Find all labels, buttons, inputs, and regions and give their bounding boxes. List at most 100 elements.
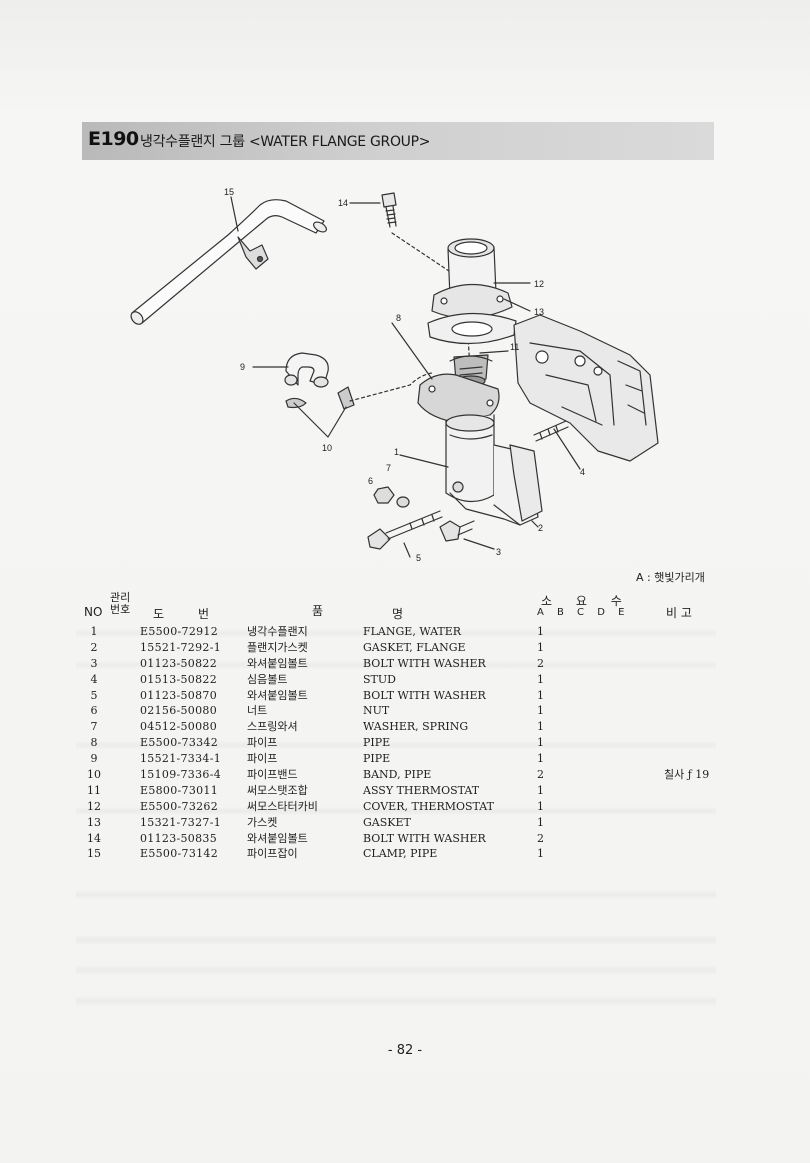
callout-6: 6 <box>368 476 373 486</box>
col-header-qty-cols: A B C D E <box>537 607 630 618</box>
water-flange-1-drawing <box>417 373 539 526</box>
row-no: 11 <box>87 783 101 797</box>
row-no: 7 <box>90 720 98 734</box>
col-header-mgmt: 관리 번호 <box>110 591 131 616</box>
row-name-kr: 와셔붙임볼트 <box>247 831 308 845</box>
row-name-kr: 와셔붙임볼트 <box>247 688 308 702</box>
thermostat-cover-12-drawing <box>431 238 513 319</box>
scan-artifact <box>76 660 716 670</box>
scan-artifact <box>76 935 716 945</box>
callout-11: 11 <box>510 342 519 352</box>
pipe-15-drawing <box>130 199 327 325</box>
row-no: 2 <box>90 640 98 654</box>
row-name-kr: 파이프 <box>247 736 278 750</box>
callout-1: 1 <box>394 447 399 457</box>
row-no: 10 <box>87 768 101 782</box>
scan-artifact <box>76 806 716 816</box>
row-part-number: 01513-50822 <box>140 672 218 686</box>
row-name-en: COVER, THERMOSTAT <box>363 799 494 813</box>
callout-8: 8 <box>396 313 401 323</box>
row-part-number: E5500-73262 <box>140 799 219 813</box>
row-qty: 1 <box>537 704 544 718</box>
scan-artifact <box>76 740 716 750</box>
row-name-en: PIPE <box>363 752 391 766</box>
callout-12: 12 <box>534 279 544 289</box>
row-no: 14 <box>87 831 101 845</box>
row-name-en: NUT <box>363 704 390 718</box>
row-no: 6 <box>90 704 98 718</box>
row-name-en: ASSY THERMOSTAT <box>363 783 480 797</box>
callout-3-lower: 3 <box>496 547 501 557</box>
row-name-en: GASKET <box>363 815 411 829</box>
callout-2: 2 <box>538 523 543 533</box>
row-name-kr: 써모스탯조합 <box>247 783 308 797</box>
callout-15: 15 <box>224 187 234 197</box>
row-qty: 1 <box>537 815 544 829</box>
row-no: 4 <box>90 672 98 686</box>
col-header-drawing-1: 도 <box>153 607 165 621</box>
row-qty: 1 <box>537 736 544 750</box>
stud-4-drawing <box>533 420 569 442</box>
callout-7: 7 <box>386 463 391 473</box>
row-qty: 1 <box>537 625 544 638</box>
row-no: 3 <box>90 656 98 670</box>
callout-13: 13 <box>534 307 544 317</box>
row-name-kr: 플랜지가스켓 <box>247 640 308 654</box>
row-part-number: 01123-50822 <box>140 656 218 670</box>
table-row: 11 E5800-73011 써모스탯조합 ASSY THERMOSTAT 1 <box>82 783 714 799</box>
bolt-3-lower-drawing <box>439 520 475 542</box>
row-qty: 1 <box>537 672 544 686</box>
row-no: 13 <box>87 815 101 829</box>
row-name-en: WASHER, SPRING <box>363 720 469 734</box>
row-part-number: E5500-73142 <box>140 847 219 861</box>
row-name-en: BOLT WITH WASHER <box>363 688 486 702</box>
row-no: 9 <box>90 752 98 766</box>
row-name-en: GASKET, FLANGE <box>363 640 466 654</box>
col-header-no: NO <box>84 605 103 619</box>
row-name-kr: 써모스타터카비 <box>247 799 318 813</box>
engine-block-drawing <box>513 314 659 462</box>
callout-5: 5 <box>416 553 421 563</box>
row-no: 15 <box>87 847 101 861</box>
row-qty: 1 <box>537 799 544 813</box>
row-part-number: 15521-7334-1 <box>140 752 222 766</box>
col-header-name-2: 명 <box>392 607 404 621</box>
row-qty: 1 <box>537 688 544 702</box>
callout-14: 14 <box>338 198 348 208</box>
row-part-number: 15321-7327-1 <box>140 815 222 829</box>
col-header-remark: 비 고 <box>666 606 692 620</box>
col-header-drawing-2: 번 <box>198 607 210 621</box>
row-part-number: E5500-72912 <box>140 625 219 638</box>
row-part-number: 15109-7336-4 <box>140 768 222 782</box>
section-code: E190 <box>88 128 139 150</box>
row-part-number: 01123-50835 <box>140 831 218 845</box>
row-part-number: 04512-50080 <box>140 720 218 734</box>
pipe-band-10-drawing <box>285 372 433 410</box>
callout-4: 4 <box>580 467 585 477</box>
row-name-en: FLANGE, WATER <box>363 625 462 638</box>
spring-washer-7-drawing <box>396 496 410 508</box>
row-qty: 2 <box>537 656 544 670</box>
row-part-number: E5500-73342 <box>140 736 219 750</box>
scan-artifact <box>76 628 716 638</box>
row-name-kr: 와셔붙임볼트 <box>247 656 308 670</box>
row-name-en: PIPE <box>363 736 391 750</box>
row-qty: 2 <box>537 831 544 845</box>
row-qty: 1 <box>537 752 544 766</box>
page-number: - 82 - <box>387 1043 423 1058</box>
row-part-number: 01123-50870 <box>140 688 218 702</box>
section-title-bar <box>82 122 714 160</box>
scan-artifact <box>76 890 716 900</box>
row-qty: 1 <box>537 640 544 654</box>
row-part-number: E5800-73011 <box>140 783 219 797</box>
row-qty: 1 <box>537 783 544 797</box>
